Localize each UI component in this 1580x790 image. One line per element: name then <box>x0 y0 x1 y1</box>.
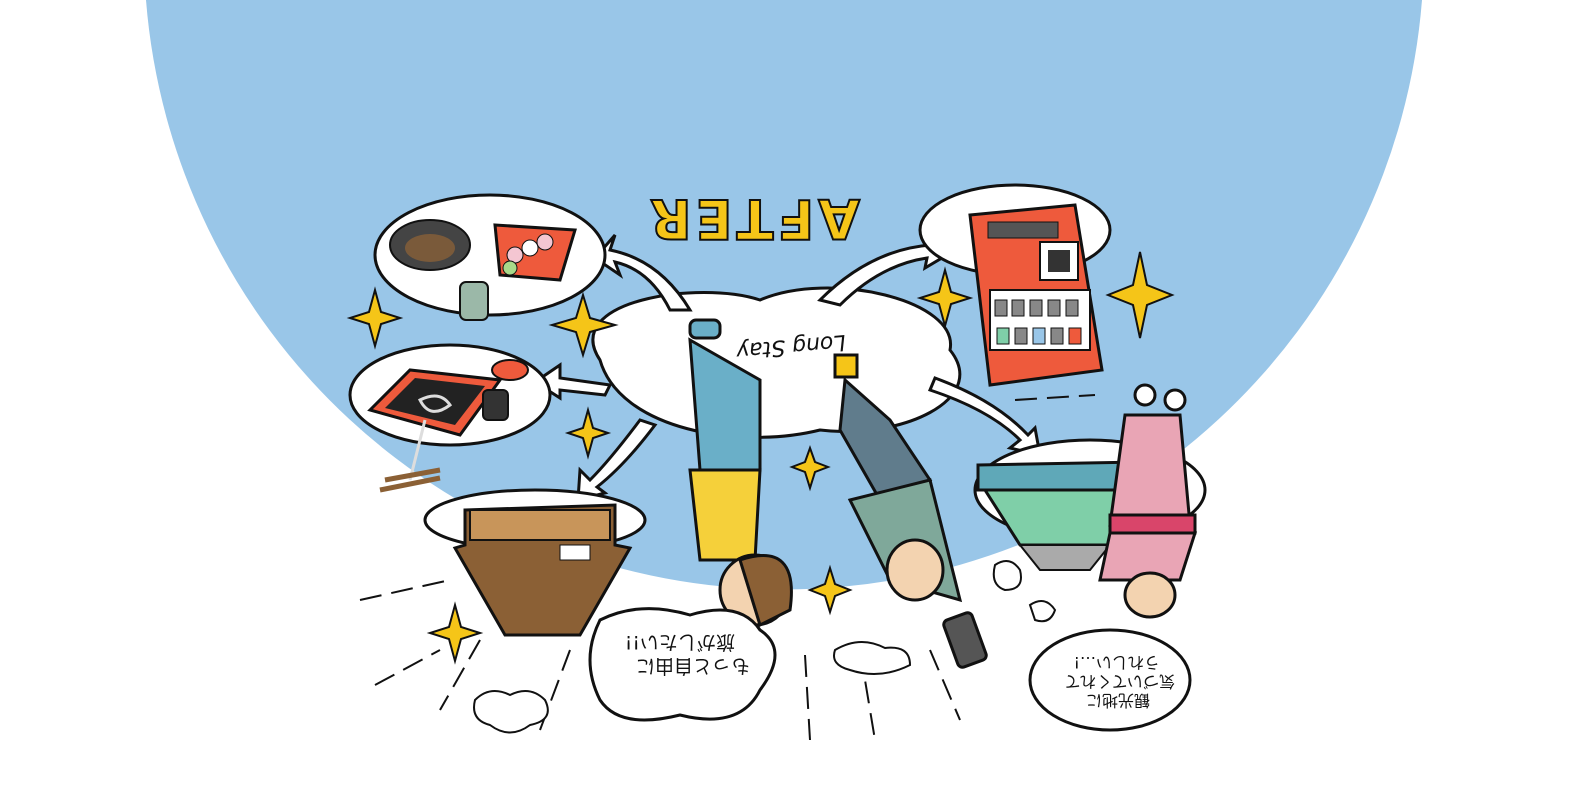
bubble-right-line1: 観光地に <box>1086 691 1150 710</box>
vending-machine-bubble <box>918 183 1112 387</box>
center-cloud <box>591 286 962 439</box>
puff-clouds <box>473 560 1057 734</box>
speech-bubble-left: もっと自由に 旅がしたい!! <box>588 607 777 722</box>
arrows <box>532 228 1042 502</box>
house-bubble <box>423 488 647 637</box>
kimono-person <box>1098 383 1198 619</box>
food-bubble-soba <box>348 343 552 493</box>
food-bubble-dango <box>373 193 607 321</box>
bubble-left-line2: 旅がしたい!! <box>625 631 735 653</box>
bubble-right-line2: 気づいてくれて <box>1064 672 1175 691</box>
sparkle-icons <box>346 251 1175 665</box>
speech-bubble-right: 観光地に 気づいてくれて うれしい…! <box>1028 628 1192 732</box>
woman-traveler <box>688 318 793 628</box>
after-heading: AFTER <box>646 187 860 250</box>
bubble-left-line1: もっと自由に <box>636 655 750 677</box>
man-traveler <box>833 353 988 669</box>
bubble-right-line3: うれしい…! <box>1074 653 1160 672</box>
